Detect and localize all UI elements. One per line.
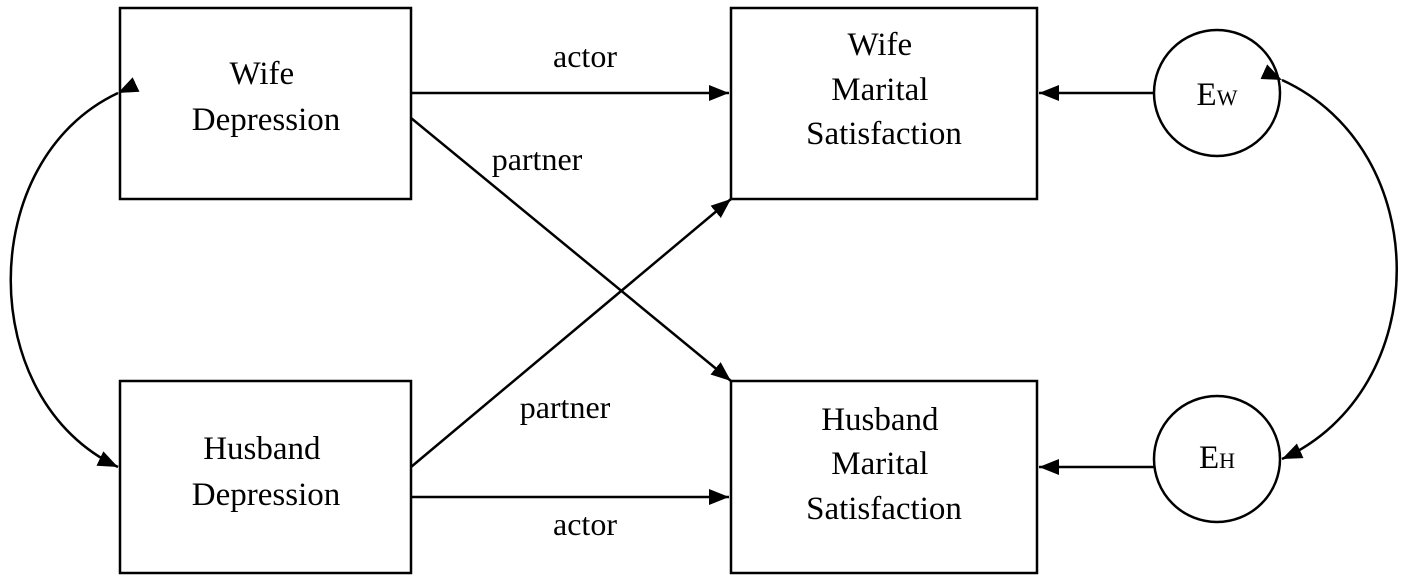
error-covariance-curve — [1260, 64, 1398, 461]
wife-actor-label: actor — [553, 38, 617, 74]
husband-satisfaction-box — [729, 379, 1039, 575]
husband-partner-arrow — [410, 198, 732, 468]
wife-partner-label: partner — [492, 141, 583, 177]
husband-depression-label: Husband Depression — [192, 431, 340, 513]
error-wife-label: EW — [1197, 77, 1238, 113]
husband-depression-box — [118, 379, 413, 575]
husband-partner-label: partner — [520, 389, 611, 425]
error-husband-circle — [1152, 394, 1282, 524]
husband-actor-label: actor — [553, 506, 617, 542]
wife-depression-box — [118, 6, 413, 201]
wife-partner-arrow — [410, 117, 732, 382]
depression-covariance-curve — [9, 77, 140, 469]
wife-satisfaction-box — [729, 6, 1039, 201]
wife-satisfaction-label: Wife Marital Satisfaction — [806, 27, 962, 152]
wife-depression-label: Wife Depression — [192, 56, 340, 138]
husband-satisfaction-label: Husband Marital Satisfaction — [806, 402, 962, 527]
error-husband-label: EH — [1199, 440, 1235, 476]
